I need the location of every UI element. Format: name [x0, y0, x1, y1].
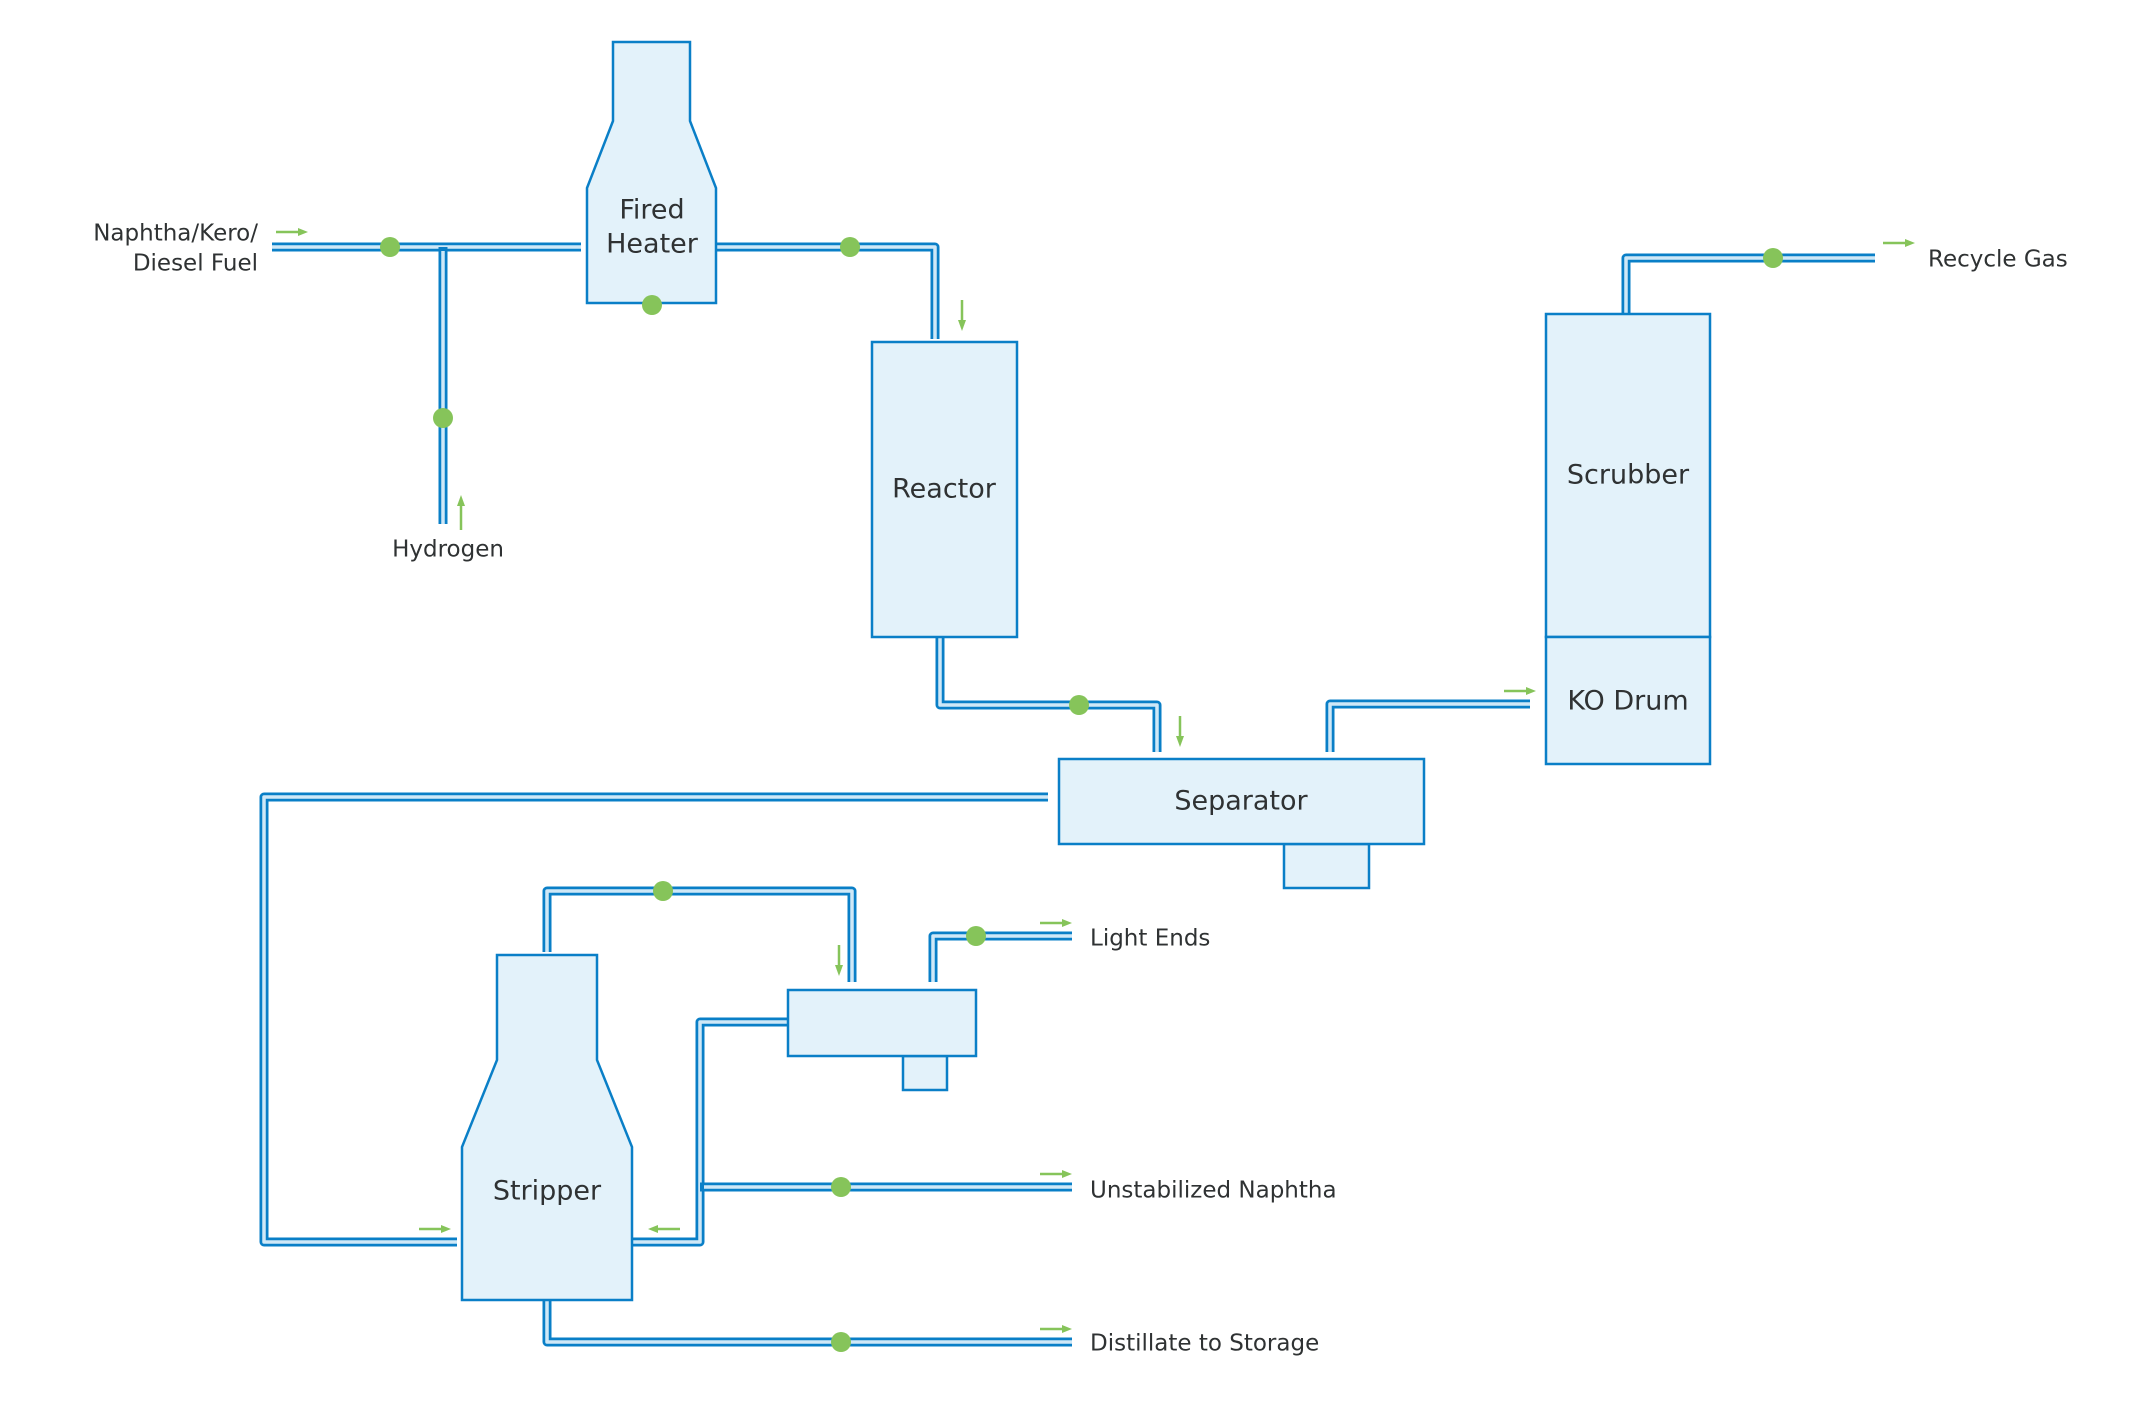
feed-label-line2: Diesel Fuel	[133, 251, 258, 277]
separator-label: Separator	[1174, 786, 1308, 817]
valve-recycle-gas[interactable]	[1763, 248, 1783, 268]
scrubber-label: Scrubber	[1567, 460, 1690, 491]
stripper-label: Stripper	[493, 1176, 602, 1207]
hydrogen-label: Hydrogen	[392, 537, 504, 563]
valve-stripper-overhead[interactable]	[653, 881, 673, 901]
valve-hydrogen[interactable]	[433, 408, 453, 428]
valve-distillate[interactable]	[831, 1332, 851, 1352]
flow-arrow-right-icon	[1040, 1325, 1072, 1333]
pipe-stripper-overhead	[542, 886, 857, 982]
flow-arrow-down-icon	[1176, 716, 1184, 747]
pipe-reflux	[625, 1017, 787, 1247]
valve-fired-heater-fuel[interactable]	[642, 295, 662, 315]
pipe-heater-to-reactor	[708, 242, 940, 339]
flow-arrow-up-icon	[457, 495, 465, 530]
pipe-separator-to-ko-drum	[1325, 699, 1530, 752]
pipe-separator-to-stripper	[259, 792, 1048, 1247]
ko-drum[interactable]: KO Drum	[1544, 635, 1712, 766]
flow-arrow-down-icon	[835, 945, 843, 976]
flow-arrow-right-icon	[1040, 919, 1072, 927]
stream-labels: Naphtha/Kero/ Diesel Fuel Hydrogen Recyc…	[93, 221, 2068, 1357]
unstabilized-naphtha-label: Unstabilized Naphtha	[1090, 1178, 1337, 1204]
flow-arrow-right-icon	[276, 228, 308, 236]
stripper[interactable]: Stripper	[460, 953, 634, 1302]
reactor[interactable]: Reactor	[870, 340, 1019, 639]
valve-reactor-effluent[interactable]	[1069, 695, 1089, 715]
flow-arrows	[276, 228, 1915, 1333]
distillate-label: Distillate to Storage	[1090, 1331, 1319, 1357]
pipe-reactor-to-separator	[935, 631, 1162, 752]
ko-drum-label: KO Drum	[1567, 686, 1688, 717]
valve-reactor-feed[interactable]	[840, 237, 860, 257]
separator[interactable]: Separator	[1057, 757, 1426, 890]
pipes	[259, 242, 1875, 1347]
flow-arrow-down-icon	[958, 300, 966, 331]
light-ends-label: Light Ends	[1090, 926, 1210, 952]
fired-heater-label-line2: Heater	[606, 229, 699, 260]
equipment: Fired Heater Reactor Separator Scrubber …	[460, 40, 1712, 1302]
fired-heater-label-line1: Fired	[619, 195, 684, 226]
flow-arrow-right-icon	[1504, 687, 1536, 695]
valve-light-ends[interactable]	[966, 926, 986, 946]
pipe-light-ends	[928, 931, 1072, 982]
valve-feed[interactable]	[380, 237, 400, 257]
flow-arrow-right-icon	[1883, 239, 1915, 247]
flow-arrow-right-icon	[1040, 1170, 1072, 1178]
feed-label-line1: Naphtha/Kero/	[93, 221, 258, 247]
accumulator-drum[interactable]	[786, 988, 978, 1092]
flow-arrow-left-icon	[648, 1225, 680, 1233]
flow-arrow-right-icon	[419, 1225, 451, 1233]
reactor-label: Reactor	[892, 474, 997, 505]
scrubber[interactable]: Scrubber	[1544, 312, 1712, 639]
fired-heater[interactable]: Fired Heater	[585, 40, 718, 305]
valve-unstabilized-naphtha[interactable]	[831, 1177, 851, 1197]
pipe-recycle-gas	[1621, 253, 1875, 314]
recycle-gas-label: Recycle Gas	[1928, 247, 2068, 273]
valves	[380, 237, 1783, 1352]
pipe-distillate	[542, 1297, 1072, 1347]
